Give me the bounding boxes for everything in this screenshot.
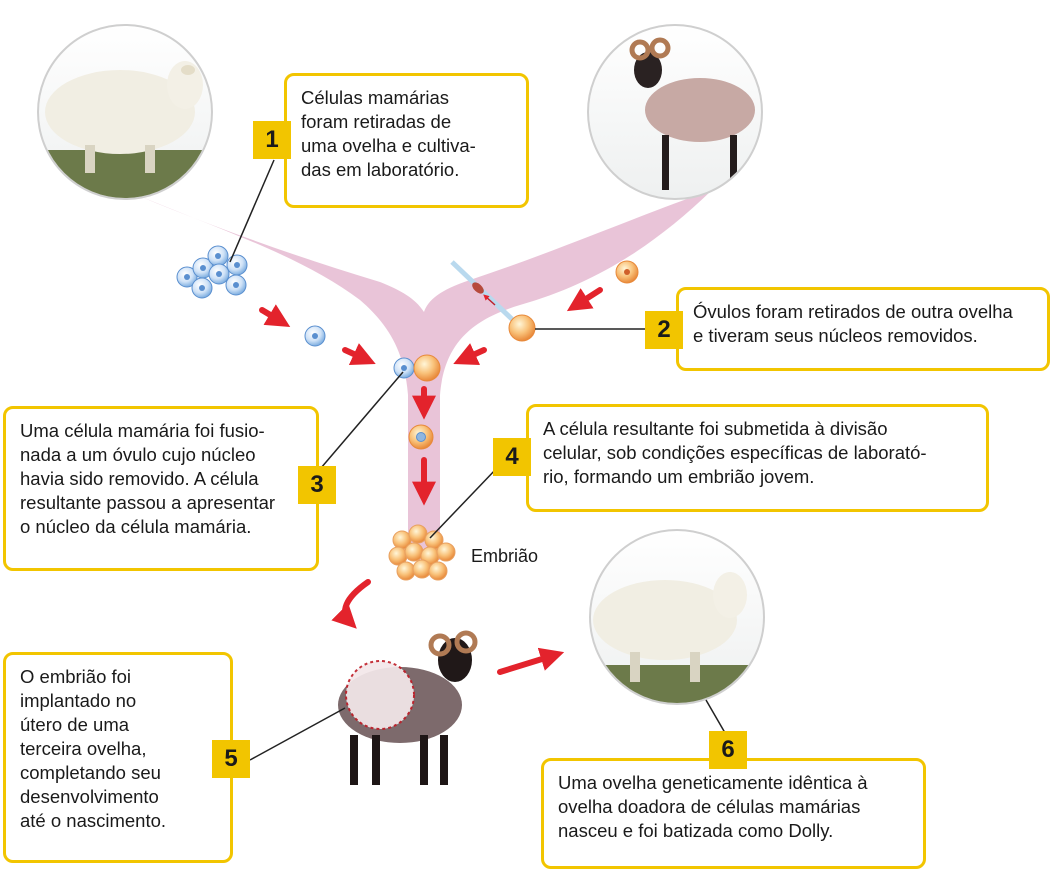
sheep-surrogate (338, 630, 478, 785)
step-6-box: Uma ovelha geneticamente idêntica à ovel… (541, 758, 926, 869)
sheep-egg-donor-circle (587, 24, 763, 200)
step-4-badge: 4 (493, 438, 531, 476)
step-3-badge: 3 (298, 466, 336, 504)
step-5-box: O embrião foi implantado no útero de uma… (3, 652, 233, 863)
step-5-badge: 5 (212, 740, 250, 778)
step-6-badge: 6 (709, 731, 747, 769)
mammary-cells-cluster (176, 245, 248, 299)
egg-fusion (413, 354, 441, 382)
step-2-box: Óvulos foram retirados de outra ovelha e… (676, 287, 1050, 371)
sheep-dolly-circle (589, 529, 765, 705)
leader-lines (229, 159, 729, 761)
embryo-label: Embrião (471, 546, 539, 566)
embryo-cluster (388, 524, 456, 581)
step-4-box: A célula resultante foi submetida à divi… (526, 404, 989, 512)
step-2-badge: 2 (645, 311, 683, 349)
step-1-box: Células mamárias foram retiradas de uma … (284, 73, 529, 208)
enucleated-egg (508, 314, 536, 342)
process-arrows (259, 287, 603, 675)
pipette (450, 260, 517, 324)
step-1-badge: 1 (253, 121, 291, 159)
sheep-donor-circle (37, 24, 213, 200)
step-3-box: Uma célula mamária foi fusio- nada a um … (3, 406, 319, 571)
